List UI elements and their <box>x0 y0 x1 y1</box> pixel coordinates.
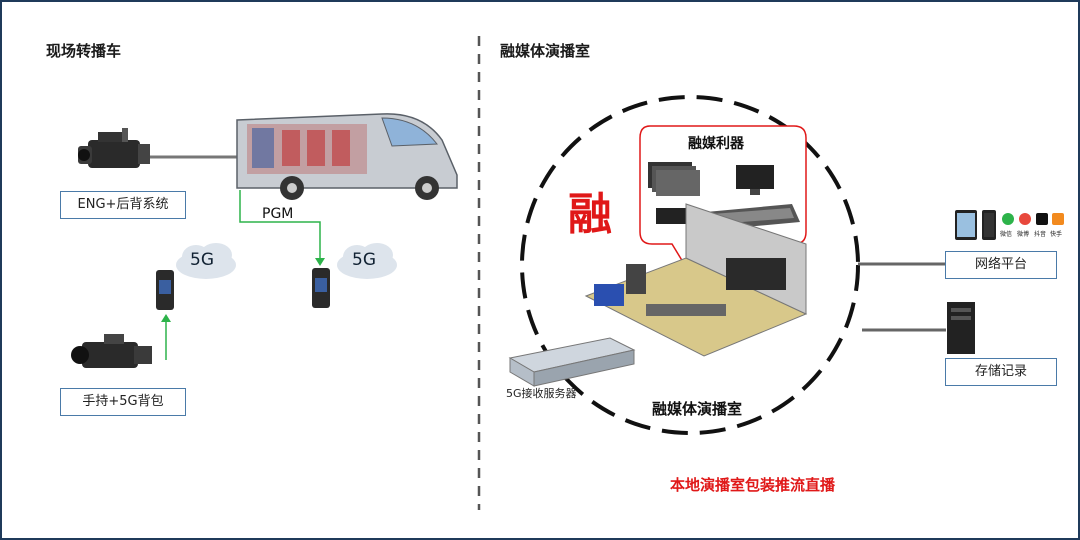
cloud-left-icon <box>176 243 236 279</box>
studio-room-icon <box>584 203 808 357</box>
ob-van-icon <box>236 113 458 200</box>
cloud-right-label: 5G <box>352 250 376 270</box>
monitor-icon <box>736 165 774 195</box>
monitor-wall-icon <box>648 162 700 196</box>
douyin-icon <box>1036 213 1048 225</box>
weibo-icon <box>1019 213 1031 225</box>
eng-camera-icon <box>78 128 150 168</box>
handheld-camera-icon <box>71 334 152 368</box>
wechat-icon <box>1002 213 1014 225</box>
left-section-title: 现场转播车 <box>46 42 122 60</box>
bubble-title: 融媒利器 <box>688 136 744 152</box>
storage-label: 存储记录 <box>945 358 1057 386</box>
app-label-kuaishou: 快手 <box>1050 231 1063 238</box>
phone-icon <box>982 210 996 240</box>
handheld-label: 手持+5G背包 <box>60 388 186 416</box>
tablet-icon <box>955 210 977 240</box>
app-label-douyin: 抖音 <box>1034 231 1047 238</box>
pgm-label: PGM <box>262 206 294 222</box>
app-label-wechat: 微信 <box>1000 231 1013 238</box>
cloud-left-label: 5G <box>190 250 214 270</box>
pgm-connector <box>239 190 321 262</box>
5g-backpack-left-icon <box>156 270 174 310</box>
cloud-right-icon <box>337 243 397 279</box>
network-platform-label: 网络平台 <box>945 251 1057 279</box>
bottom-caption: 本地演播室包装推流直播 <box>670 476 836 494</box>
server-label: 5G接收服务器 <box>506 387 577 400</box>
studio-label: 融媒体演播室 <box>652 400 743 418</box>
right-section-title: 融媒体演播室 <box>500 42 591 60</box>
eng-label: ENG+后背系统 <box>60 191 186 219</box>
5g-server-icon <box>508 337 636 387</box>
kuaishou-icon <box>1052 213 1064 225</box>
fusion-char: 融 <box>568 189 612 240</box>
server-box-icon <box>656 208 694 224</box>
5g-backpack-right-icon <box>312 268 330 308</box>
storage-server-icon <box>947 302 975 354</box>
app-label-weibo: 微博 <box>1017 231 1030 238</box>
